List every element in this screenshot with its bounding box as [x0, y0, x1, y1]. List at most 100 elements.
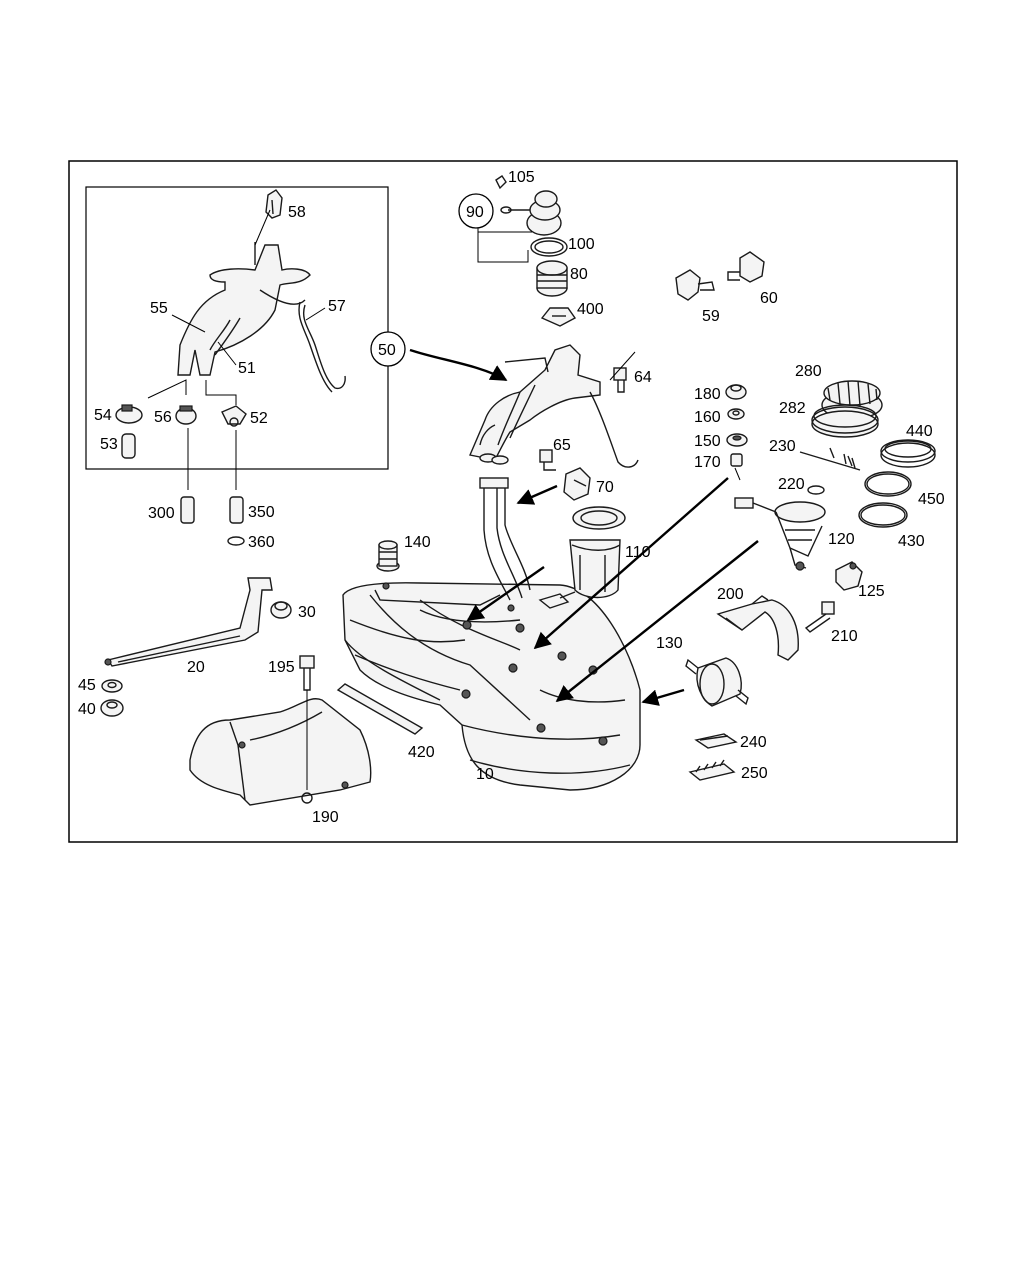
label-57: 57 — [328, 298, 346, 315]
bracket-200 — [716, 595, 799, 661]
label-120: 120 — [828, 531, 855, 548]
hose-300 — [180, 496, 195, 524]
label-250: 250 — [741, 765, 768, 782]
label-80: 80 — [570, 266, 588, 283]
connector-125 — [835, 561, 863, 591]
label-30: 30 — [298, 604, 316, 621]
label-20: 20 — [187, 659, 205, 676]
clamp-250 — [688, 759, 736, 781]
label-450: 450 — [918, 491, 945, 508]
label-230: 230 — [769, 438, 796, 455]
ring-440 — [880, 439, 936, 468]
label-54: 54 — [94, 407, 112, 424]
sleeve-170 — [730, 453, 743, 467]
grommet-140 — [376, 540, 400, 572]
label-56: 56 — [154, 409, 172, 426]
label-400: 400 — [577, 301, 604, 318]
label-300: 300 — [148, 505, 175, 522]
washer-45 — [101, 679, 123, 693]
label-50: 50 — [378, 342, 396, 359]
seal-282 — [811, 404, 879, 438]
clip-105 — [495, 175, 507, 190]
bolt-210 — [804, 601, 835, 633]
label-110: 110 — [625, 544, 651, 561]
label-60: 60 — [760, 290, 778, 307]
tank-strap — [104, 577, 273, 667]
label-240: 240 — [740, 734, 767, 751]
diagram-frame — [68, 160, 958, 843]
label-195: 195 — [268, 659, 295, 676]
filler-neck-50 — [469, 344, 639, 468]
clip-59 — [675, 269, 715, 301]
label-282: 282 — [779, 400, 806, 417]
label-130: 130 — [656, 635, 683, 652]
label-64: 64 — [634, 369, 652, 386]
fuel-filter-130 — [685, 657, 749, 707]
label-200: 200 — [717, 586, 744, 603]
clip-60 — [727, 251, 765, 283]
bolt-64 — [609, 351, 636, 393]
leader-lines — [171, 209, 741, 481]
foam-strip — [336, 683, 424, 735]
label-45: 45 — [78, 677, 96, 694]
label-53: 53 — [100, 436, 118, 453]
callout-circle-90 — [458, 193, 494, 229]
label-210: 210 — [831, 628, 858, 645]
bolt-65 — [539, 449, 556, 471]
bolt-195 — [299, 655, 315, 790]
label-105: 105 — [508, 169, 535, 186]
level-sender-230 — [799, 447, 861, 471]
label-440: 440 — [906, 423, 933, 440]
clamp-56 — [175, 405, 197, 425]
label-52: 52 — [250, 410, 268, 427]
label-70: 70 — [596, 479, 614, 496]
filler-neck-assembly — [177, 242, 311, 376]
label-90: 90 — [466, 204, 484, 221]
gasket-400 — [540, 307, 577, 327]
nut-180 — [725, 384, 747, 400]
valve-70 — [563, 467, 591, 501]
fuel-tank — [342, 582, 641, 791]
neck-insert-80 — [536, 260, 568, 297]
label-360: 360 — [248, 534, 275, 551]
label-430: 430 — [898, 533, 925, 550]
label-40: 40 — [78, 701, 96, 718]
clamp-240 — [694, 733, 738, 749]
connector-52 — [221, 405, 247, 427]
callout-circle-50 — [370, 331, 406, 367]
seal-450 — [864, 471, 912, 497]
ring-360 — [227, 536, 245, 546]
label-10: 10 — [476, 766, 494, 783]
hose-53 — [121, 433, 136, 459]
washer-160 — [727, 408, 745, 420]
label-280: 280 — [795, 363, 822, 380]
hose-350 — [229, 496, 244, 524]
label-65: 65 — [553, 437, 571, 454]
heat-shield — [189, 698, 372, 806]
label-190: 190 — [312, 809, 339, 826]
clamp-54 — [115, 404, 143, 424]
label-150: 150 — [694, 433, 721, 450]
seal-ring-100 — [530, 237, 568, 257]
label-160: 160 — [694, 409, 721, 426]
grommet-150 — [726, 433, 748, 447]
vent-hose-57 — [298, 301, 346, 393]
callout-labels: 10 20 30 40 45 50 51 52 53 54 55 56 57 5… — [78, 169, 945, 826]
label-220: 220 — [778, 476, 805, 493]
pointer-arrows — [409, 348, 759, 706]
label-125: 125 — [858, 583, 885, 600]
grommet-30 — [270, 601, 292, 619]
label-180: 180 — [694, 386, 721, 403]
label-51: 51 — [238, 360, 256, 377]
label-140: 140 — [404, 534, 431, 551]
label-170: 170 — [694, 454, 721, 471]
filler-neck-detail-box — [85, 186, 389, 470]
nut-40 — [100, 699, 124, 717]
label-55: 55 — [150, 300, 168, 317]
sensor-120 — [734, 497, 826, 571]
label-58: 58 — [288, 204, 306, 221]
ring-220 — [807, 485, 825, 495]
seal-430 — [858, 502, 908, 528]
label-350: 350 — [248, 504, 275, 521]
